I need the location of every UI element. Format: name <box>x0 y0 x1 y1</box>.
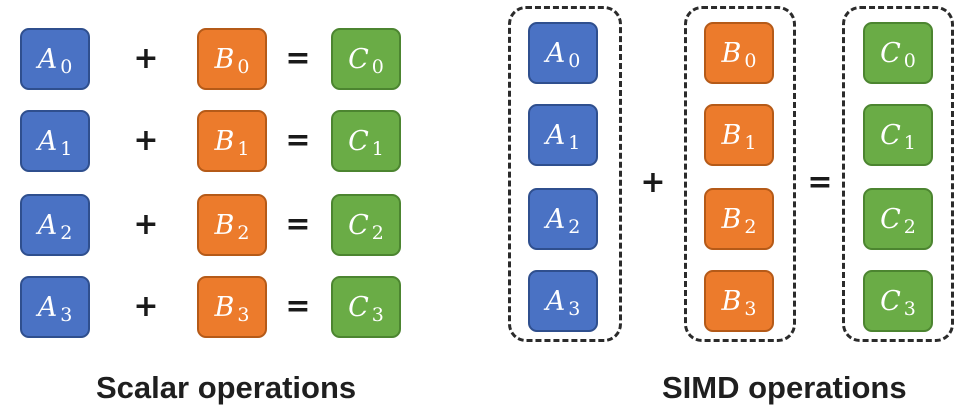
simd-vector-a-group <box>508 6 622 342</box>
equals-operator: = <box>285 41 311 76</box>
equals-operator: = <box>285 123 311 158</box>
box-subscript: 1 <box>903 132 916 154</box>
plus-operator: + <box>133 289 159 324</box>
box-letter: A <box>37 43 58 75</box>
box-subscript: 3 <box>744 298 757 320</box>
box-letter: B <box>214 43 235 75</box>
box-letter: C <box>348 125 369 157</box>
equals-operator: = <box>285 289 311 324</box>
box-letter: B <box>214 209 235 241</box>
box-subscript: 3 <box>903 298 916 320</box>
box-letter: A <box>37 125 58 157</box>
box-subscript: 0 <box>371 56 384 78</box>
box-subscript: 2 <box>371 222 384 244</box>
box-letter: C <box>880 285 901 317</box>
box-letter: A <box>37 209 58 241</box>
box-letter: A <box>545 203 566 235</box>
box-letter: B <box>721 37 742 69</box>
box-letter: C <box>348 291 369 323</box>
plus-operator: + <box>133 41 159 76</box>
box-subscript: 3 <box>60 304 73 326</box>
plus-operator: + <box>133 207 159 242</box>
box-letter: C <box>348 209 369 241</box>
box-subscript: 3 <box>568 298 581 320</box>
box-subscript: 0 <box>568 50 581 72</box>
box-letter: C <box>348 43 369 75</box>
box-subscript: 2 <box>903 216 916 238</box>
box-letter: B <box>721 203 742 235</box>
box-subscript: 2 <box>60 222 73 244</box>
plus-operator: + <box>640 165 666 200</box>
box-subscript: 1 <box>568 132 581 154</box>
plus-operator: + <box>133 123 159 158</box>
box-subscript: 2 <box>744 216 757 238</box>
scalar-caption: Scalar operations <box>96 370 357 405</box>
box-subscript: 2 <box>237 222 250 244</box>
box-letter: A <box>545 37 566 69</box>
box-subscript: 3 <box>371 304 384 326</box>
box-subscript: 0 <box>237 56 250 78</box>
simd-vector-b-group <box>684 6 796 342</box>
box-letter: C <box>880 37 901 69</box>
box-subscript: 0 <box>903 50 916 72</box>
box-letter: B <box>721 119 742 151</box>
box-subscript: 1 <box>237 138 250 160</box>
box-subscript: 2 <box>568 216 581 238</box>
box-letter: C <box>880 119 901 151</box>
box-letter: A <box>545 285 566 317</box>
box-subscript: 0 <box>744 50 757 72</box>
simd-caption: SIMD operations <box>662 370 907 405</box>
box-letter: C <box>880 203 901 235</box>
box-letter: A <box>545 119 566 151</box>
box-subscript: 1 <box>371 138 384 160</box>
box-subscript: 3 <box>237 304 250 326</box>
box-letter: B <box>214 125 235 157</box>
box-subscript: 1 <box>60 138 73 160</box>
box-subscript: 0 <box>60 56 73 78</box>
equals-operator: = <box>285 207 311 242</box>
box-letter: A <box>37 291 58 323</box>
box-subscript: 1 <box>744 132 757 154</box>
simd-vector-c-group <box>842 6 954 342</box>
box-letter: B <box>214 291 235 323</box>
equals-operator: = <box>807 165 833 200</box>
box-letter: B <box>721 285 742 317</box>
